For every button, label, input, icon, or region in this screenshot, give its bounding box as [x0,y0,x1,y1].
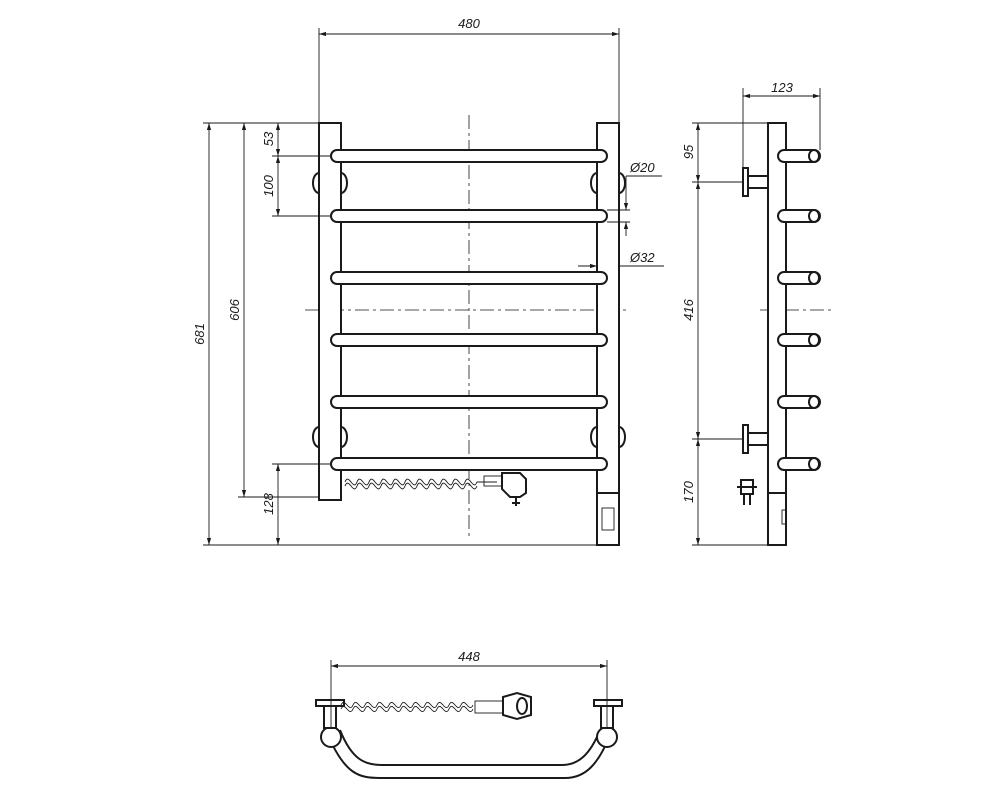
bracket-right-bottom-r [618,426,626,448]
rail-1 [330,149,608,163]
dim-overall-height: 681 [192,122,597,546]
bracket-right-top [590,172,598,194]
mount-arm-bottom [747,432,769,446]
dim-53-label: 53 [261,131,276,146]
left-post [318,122,342,501]
dim-inner-width: 448 [330,649,608,727]
top-plug-face [516,697,528,715]
side-wall-mounts [692,167,769,454]
cord-coil [344,478,497,486]
dim-448-label: 448 [458,649,480,664]
dim-170-label: 170 [681,480,696,502]
rails [330,149,608,471]
side-plug-body [740,479,754,495]
bracket-left-bottom-r [340,426,348,448]
rail-2 [330,209,608,223]
rail-5 [330,395,608,409]
dim-post-diameter: Ø32 [578,250,664,269]
bracket-left-top [312,172,320,194]
front-view: 480 681 606 53 100 128 [192,16,664,546]
top-post-left [320,726,342,748]
side-rails [777,149,821,471]
dim-bottom-offset: 128 [261,463,331,545]
rail-end [808,149,820,163]
top-view: 448 [315,649,623,779]
coiled-cord [344,472,527,506]
rail-end [808,333,820,347]
side-switch [781,509,787,525]
rail-6 [330,457,608,471]
dim-top-rails: 53 100 [261,123,331,217]
top-cord-sleeve [474,700,504,714]
dim-95-label: 95 [681,144,696,159]
side-view: 123 95 416 170 [681,80,835,546]
rail-end [808,457,820,471]
dim-side-heights: 95 416 170 [681,122,768,546]
dim-overall-width: 480 [318,16,620,123]
rail-3 [330,271,608,285]
dim-depth: 123 [742,80,821,168]
dim-480-label: 480 [458,16,480,31]
rail-end [808,395,820,409]
rail-end [808,209,820,223]
cord-coil-2 [344,482,478,490]
side-plug [737,479,757,505]
dim-128-label: 128 [261,492,276,514]
top-bracket-left-arm [323,705,337,729]
top-cord-coil [340,702,474,708]
bracket-left-bottom [312,426,320,448]
dim-681-label: 681 [192,323,207,345]
top-plug-body [502,691,532,721]
mount-arm-top [747,175,769,189]
u-rail-outer [327,734,611,779]
dim-123-label: 123 [771,80,793,95]
rail-4 [330,333,608,347]
dim-rail-span: 606 [227,123,319,498]
dim-d32-label: Ø32 [629,250,655,265]
bracket-left-top-r [340,172,348,194]
wall-brackets [312,172,626,448]
dim-rail-diameter: Ø20 [607,160,662,236]
dim-d20-label: Ø20 [629,160,655,175]
dim-606-label: 606 [227,298,242,320]
top-post-right [596,726,618,748]
cord-sleeve [483,475,503,487]
u-rail-inner [339,729,601,766]
dim-416-label: 416 [681,298,696,320]
heater-controller [601,507,615,531]
bracket-right-bottom [590,426,598,448]
top-cord-coil-2 [340,706,474,712]
bracket-right-top-r [618,172,626,194]
dim-100-label: 100 [261,174,276,196]
plug-body [501,472,527,498]
rail-end [808,271,820,285]
